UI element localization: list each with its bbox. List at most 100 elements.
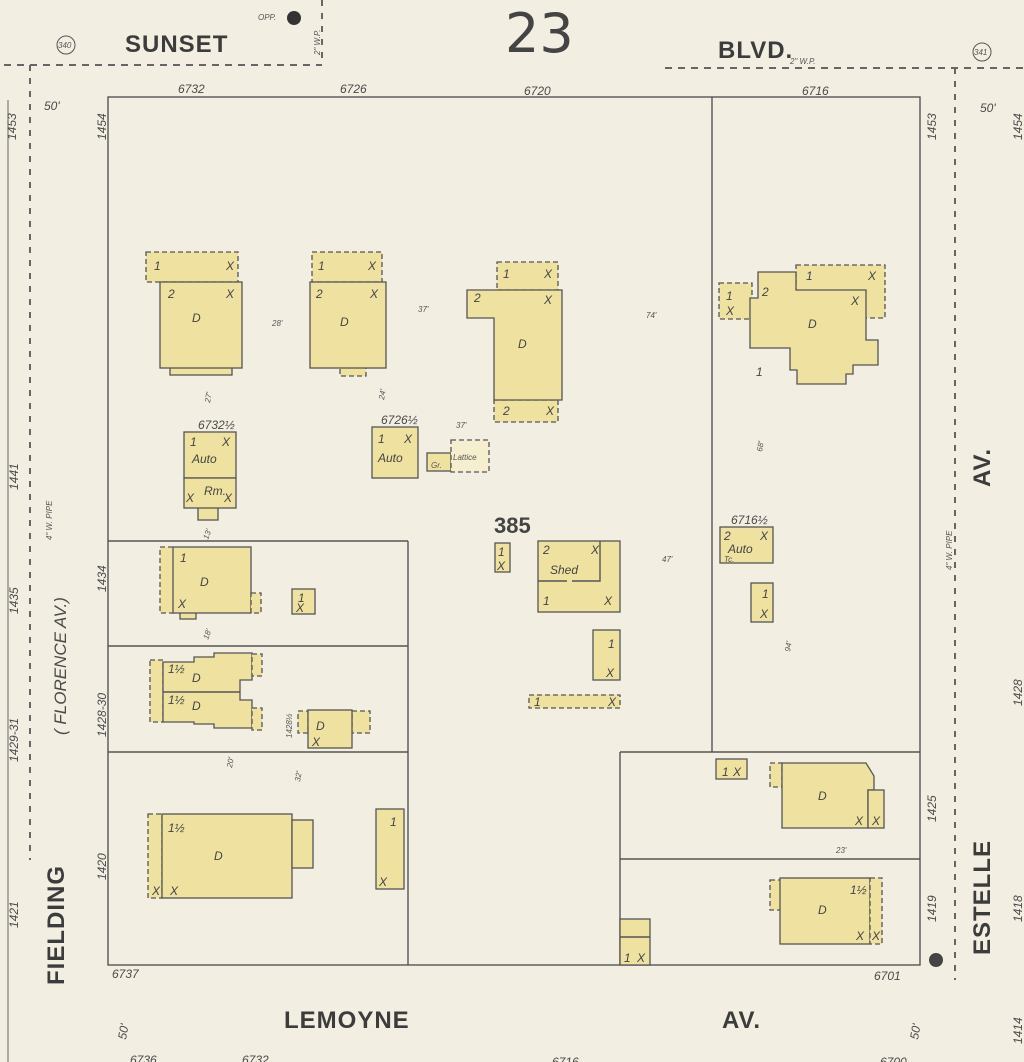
svg-text:1: 1: [608, 637, 615, 651]
page-number: 23: [505, 2, 574, 65]
svg-text:X: X: [603, 594, 613, 608]
svg-text:X: X: [496, 559, 506, 573]
address-label: 1420: [95, 853, 109, 880]
svg-text:X: X: [850, 294, 860, 308]
svg-text:D: D: [818, 903, 827, 917]
svg-text:20': 20': [225, 756, 236, 769]
svg-text:Auto: Auto: [727, 542, 753, 556]
address-label: 1454: [95, 113, 109, 140]
svg-text:24': 24': [377, 388, 388, 401]
address-label: 1454: [1011, 113, 1024, 140]
svg-text:2: 2: [315, 287, 323, 301]
svg-text:X: X: [732, 765, 742, 779]
street-name-lemoyne: LEMOYNE: [284, 1007, 410, 1034]
corner-marker-340: [56, 35, 76, 55]
svg-text:28': 28': [271, 319, 283, 328]
pipe-label: 4" W. PIPE: [945, 530, 954, 570]
svg-text:1½: 1½: [168, 662, 185, 676]
svg-text:X: X: [605, 666, 615, 680]
pipe-label: 2" W.P.: [789, 57, 816, 66]
hydrant-icon: [929, 953, 943, 967]
svg-text:1: 1: [298, 591, 305, 605]
svg-text:23': 23': [835, 846, 847, 855]
street-name-estelle-av: AV.: [969, 448, 996, 487]
svg-text:Rm.: Rm.: [204, 484, 226, 498]
svg-text:1: 1: [390, 815, 397, 829]
svg-text:X: X: [854, 814, 864, 828]
svg-text:X: X: [759, 607, 769, 621]
svg-text:X: X: [543, 267, 553, 281]
street-name-lemoyne-av: AV.: [722, 1007, 761, 1034]
svg-text:1: 1: [534, 695, 541, 709]
address-label: 6732: [178, 82, 205, 96]
dwelling-1434: 1 D X: [159, 546, 262, 620]
dimension-labels: 28' 37' 74' 27' 24' 37' 68' 47' 13' 18' …: [201, 305, 846, 855]
svg-text:X: X: [367, 259, 377, 273]
street-name-blvd: BLVD.: [718, 37, 793, 64]
address-label: 6736: [130, 1053, 157, 1062]
svg-text:13': 13': [201, 527, 213, 540]
address-label: 6701: [874, 969, 901, 983]
svg-text:2: 2: [761, 285, 769, 299]
svg-text:1: 1: [624, 951, 631, 965]
address-label: 1421: [7, 901, 21, 928]
svg-text:94': 94': [783, 640, 794, 652]
address-label: 1419: [925, 895, 939, 922]
svg-text:X: X: [871, 814, 881, 828]
svg-text:X: X: [590, 543, 600, 557]
svg-text:1: 1: [806, 269, 813, 283]
street-width: 50': [907, 1022, 924, 1041]
svg-text:1: 1: [498, 545, 505, 559]
svg-text:47': 47': [662, 555, 673, 564]
address-label: 1453: [925, 113, 939, 140]
svg-text:1: 1: [190, 435, 197, 449]
street-width: 50': [44, 99, 60, 113]
address-label: 1425: [925, 795, 939, 822]
svg-text:Shed: Shed: [550, 563, 578, 577]
svg-text:Tc.: Tc.: [724, 555, 734, 564]
street-lines: [4, 0, 1024, 1062]
svg-text:X: X: [185, 491, 195, 505]
svg-text:Auto: Auto: [377, 451, 403, 465]
svg-text:X: X: [378, 875, 388, 889]
svg-text:1½: 1½: [168, 693, 185, 707]
address-label: 1418: [1011, 895, 1024, 922]
svg-text:D: D: [214, 849, 223, 863]
address-label: 6720: [524, 84, 551, 98]
address-label: 6726: [340, 82, 367, 96]
outbuilding: 1X: [375, 808, 405, 890]
address-label: 1453: [5, 113, 19, 140]
svg-text:Gr.: Gr.: [431, 461, 442, 470]
svg-text:1: 1: [756, 365, 763, 379]
svg-text:1½: 1½: [850, 883, 867, 897]
street-name-fielding: FIELDING: [43, 865, 70, 985]
svg-text:1: 1: [543, 594, 550, 608]
svg-text:X: X: [871, 929, 881, 943]
street-name-florence: ( FLORENCE AV.): [51, 597, 70, 735]
svg-text:X: X: [725, 304, 735, 318]
address-label: 6732½: [198, 418, 235, 432]
address-label: 1435: [7, 587, 21, 614]
svg-text:X: X: [855, 929, 865, 943]
svg-text:1: 1: [722, 765, 729, 779]
svg-text:D: D: [340, 315, 349, 329]
svg-text:X: X: [545, 404, 555, 418]
svg-text:32': 32': [293, 770, 304, 782]
opposite-label: OPP.: [258, 13, 276, 22]
corner-number: 341: [974, 48, 987, 57]
street-width: 50': [980, 101, 996, 115]
svg-text:74': 74': [646, 311, 657, 320]
address-label: 6716½: [731, 513, 768, 527]
svg-text:X: X: [177, 597, 187, 611]
svg-text:X: X: [221, 435, 231, 449]
svg-text:D: D: [818, 789, 827, 803]
address-label: 6732: [242, 1053, 269, 1062]
